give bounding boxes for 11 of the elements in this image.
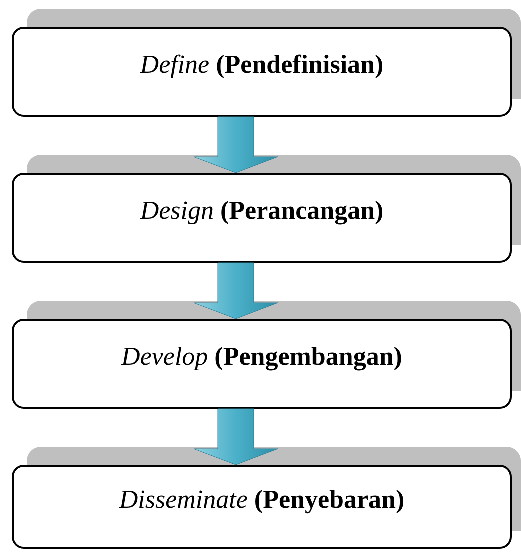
step-label: Develop (Pengembangan) [122,342,402,372]
step-label: Define (Pendefinisian) [140,50,384,80]
block-arrow [194,262,278,320]
step-box [12,27,512,117]
step-box [12,173,512,263]
step-box [12,465,512,549]
block-arrow [194,408,278,466]
block-arrow [194,116,278,174]
step-label: Disseminate (Penyebaran) [119,485,405,515]
step-label: Design (Perancangan) [140,196,384,226]
step-box [12,319,512,409]
